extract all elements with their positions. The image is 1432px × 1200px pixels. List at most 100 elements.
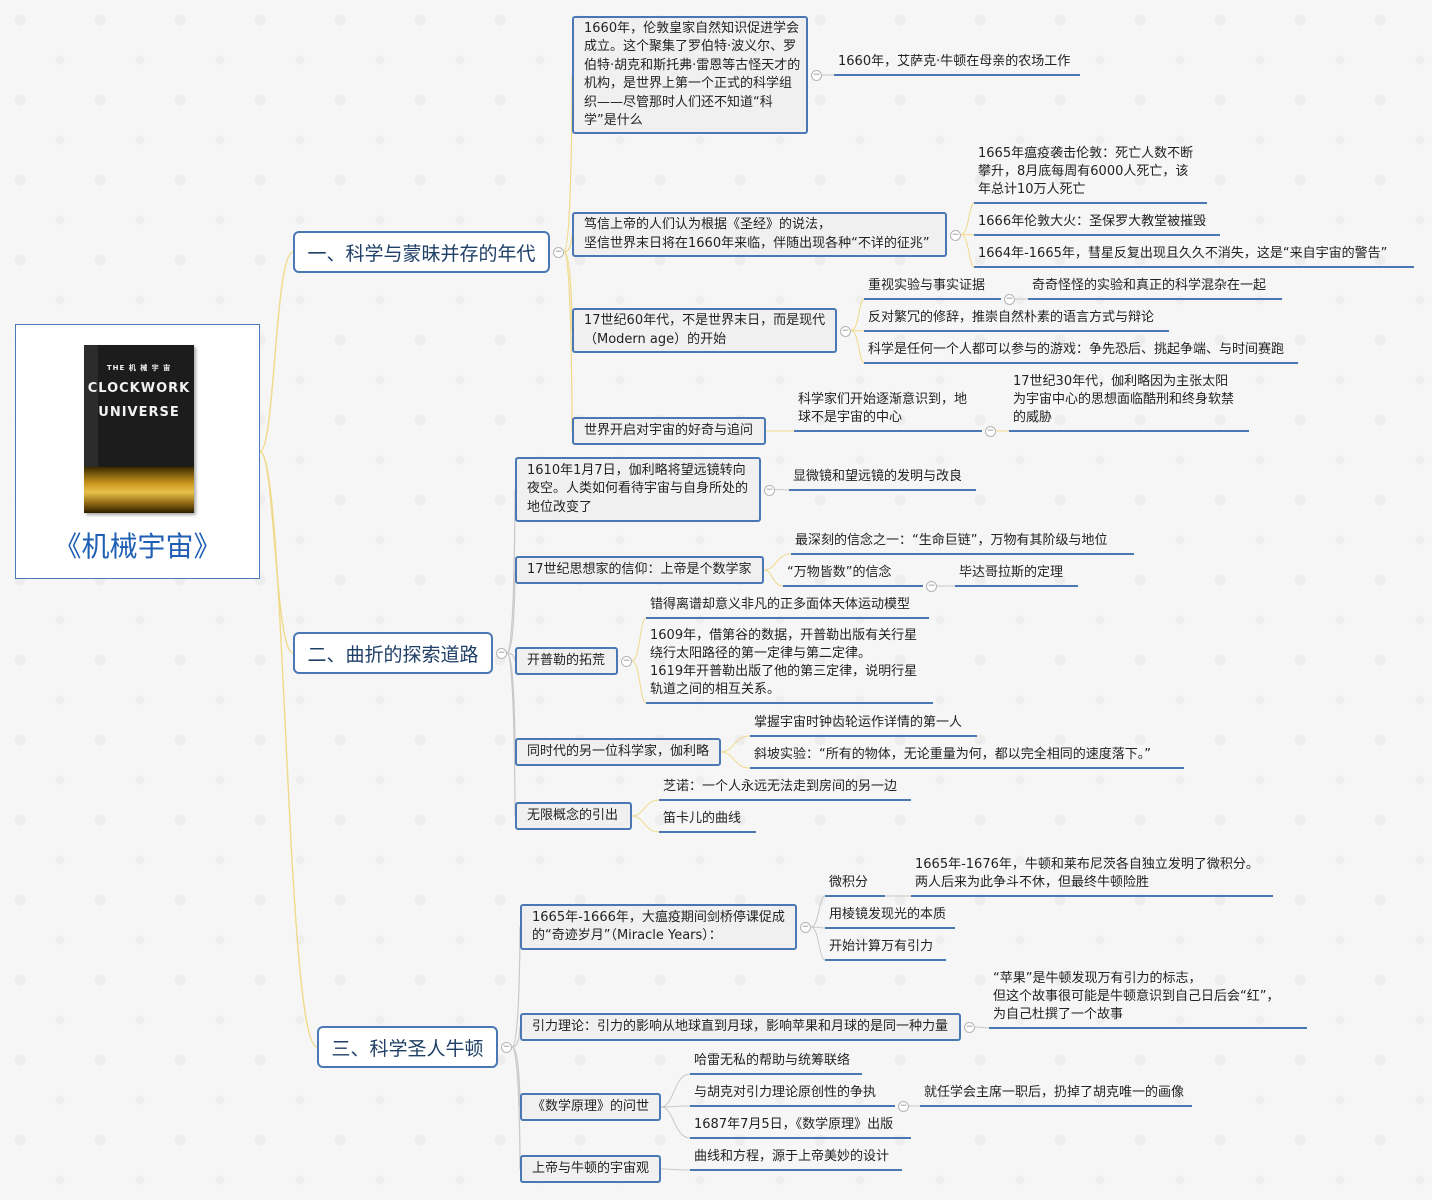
connector-line (974, 1026, 990, 1029)
connector-line (960, 202, 975, 235)
topic-node[interactable]: 世界开启对宇宙的好奇与追问 (572, 417, 766, 445)
branch-node[interactable]: 二、曲折的探索道路 (293, 632, 493, 674)
branch-node[interactable]: 一、科学与蒙昧并存的年代 (293, 231, 550, 273)
detail-node[interactable]: 曲线和方程，源于上帝美妙的设计 (690, 1148, 902, 1171)
detail-node[interactable]: 掌握宇宙时钟齿轮运作详情的第一人 (750, 714, 977, 737)
topic-node[interactable]: 1610年1月7日，伽利略将望远镜转向 夜空。人类如何看待宇宙与自身所处的 地位… (515, 457, 761, 522)
detail-node[interactable]: “万物皆数”的信念 (783, 564, 923, 587)
collapse-toggle[interactable]: − (496, 648, 507, 659)
connector-line (660, 1073, 691, 1108)
connector-line (763, 569, 784, 587)
collapse-toggle[interactable]: − (764, 484, 775, 496)
connector-line (720, 735, 751, 753)
connector-line (563, 234, 573, 253)
connector-line (720, 751, 751, 769)
topic-node[interactable]: 17世纪思想家的信仰：上帝是个数学家 (515, 556, 764, 584)
connector-line (810, 926, 826, 961)
connector-line (660, 1168, 691, 1171)
topic-node[interactable]: 笃信上帝的人们认为根据《圣经》的说法， 坚信世界末日将在1660年来临，伴随出现… (572, 212, 947, 257)
connector-line (660, 1105, 691, 1108)
sub-detail-node[interactable]: 就任学会主席一职后，扔掉了胡克唯一的画像 (920, 1084, 1192, 1107)
detail-node[interactable]: 1664年-1665年，彗星反复出现且久久不消失，这是“来自宇宙的警告” (974, 245, 1414, 268)
detail-node[interactable]: 1609年，借第谷的数据，开普勒出版有关行星 绕行太阳路径的第一定律与第二定律。… (646, 627, 933, 704)
detail-node[interactable]: 哈雷无私的帮助与统筹联络 (690, 1052, 862, 1075)
sub-detail-node[interactable]: 奇奇怪怪的实验和真正的科学混杂在一起 (1028, 277, 1282, 300)
detail-node[interactable]: 笛卡儿的曲线 (659, 810, 756, 833)
connector-line (259, 251, 294, 453)
connector-line (506, 652, 516, 662)
collapse-toggle[interactable]: − (800, 922, 811, 933)
detail-node[interactable]: 错得离谱却意义非凡的正多面体天体运动模型 (646, 596, 929, 619)
connector-line (259, 450, 318, 1048)
connector-line (511, 1026, 521, 1048)
connector-line (511, 1046, 521, 1170)
topic-node[interactable]: 开普勒的拓荒 (515, 647, 618, 675)
detail-node[interactable]: 芝诺：一个人永远无法走到房间的另一边 (659, 778, 911, 801)
connector-line (506, 652, 516, 817)
detail-node[interactable]: 开始计算万有引力 (825, 938, 946, 961)
connector-line (259, 450, 294, 654)
topic-node[interactable]: 引力理论：引力的影响从地球直到月球，影响苹果和月球的是同一种力量 (520, 1013, 961, 1041)
sub-detail-node[interactable]: 17世纪30年代，伽利略因为主张太阳 为宇宙中心的思想面临酷刑和终身软禁 的威胁 (1009, 373, 1249, 432)
connector-line (850, 330, 865, 332)
connector-line (563, 251, 573, 331)
collapse-toggle[interactable]: − (621, 656, 632, 667)
detail-node[interactable]: 1687年7月5日，《数学原理》出版 (690, 1116, 911, 1139)
collapse-toggle[interactable]: − (898, 1101, 909, 1112)
detail-node[interactable]: 1666年伦敦大火：圣保罗大教堂被摧毁 (974, 213, 1220, 236)
topic-node[interactable]: 17世纪60年代，不是世界末日，而是现代 （Modern age）的开始 (572, 308, 837, 353)
collapse-toggle[interactable]: − (501, 1042, 512, 1053)
topic-node[interactable]: 同时代的另一位科学家，伽利略 (515, 738, 721, 766)
topic-node[interactable]: 《数学原理》的问世 (520, 1093, 661, 1121)
topic-node[interactable]: 无限概念的引出 (515, 802, 632, 830)
sub-detail-node[interactable]: 毕达哥拉斯的定理 (955, 564, 1078, 587)
detail-node[interactable]: 1660年，艾萨克·牛顿在母亲的农场工作 (834, 53, 1080, 76)
topic-node[interactable]: 上帝与牛顿的宇宙观 (520, 1155, 661, 1183)
connector-line (631, 617, 647, 662)
detail-node[interactable]: 显微镜和望远镜的发明与改良 (789, 468, 976, 491)
collapse-toggle[interactable]: − (985, 426, 996, 437)
connector-line (506, 569, 516, 654)
connector-line (960, 234, 975, 236)
connector-line (563, 251, 573, 432)
detail-node[interactable]: 与胡克对引力理论原创性的争执 (690, 1084, 895, 1107)
connector-line (850, 330, 865, 364)
root-title: 《机械宇宙》 (53, 530, 222, 563)
collapse-toggle[interactable]: − (553, 247, 564, 258)
detail-node[interactable]: 科学家们开始逐渐意识到，地 球不是宇宙的中心 (794, 391, 982, 432)
connector-line (506, 489, 516, 654)
sub-detail-node[interactable]: 1665年-1676年，牛顿和莱布尼茨各自独立发明了微积分。 两人后来为此争斗不… (911, 856, 1273, 897)
connector-line (631, 815, 660, 833)
book-cover-line-top: THE 机 械 宇 宙 (106, 364, 172, 372)
branch-node[interactable]: 三、科学圣人牛顿 (317, 1026, 498, 1068)
collapse-toggle[interactable]: − (840, 325, 851, 337)
collapse-toggle[interactable]: − (811, 70, 822, 81)
collapse-toggle[interactable]: − (926, 581, 937, 592)
connector-line (850, 298, 865, 331)
connector-line (631, 660, 647, 704)
collapse-toggle[interactable]: − (950, 229, 961, 241)
collapse-toggle[interactable]: − (964, 1022, 975, 1033)
detail-node[interactable]: 重视实验与事实证据 (864, 277, 1001, 300)
connector-line (631, 799, 660, 817)
detail-node[interactable]: “苹果”是牛顿发现万有引力的标志， 但这个故事很可能是牛顿意识到自己日后会“红”… (989, 970, 1307, 1029)
book-cover-title-2: UNIVERSE (98, 405, 180, 420)
connector-line (506, 652, 516, 753)
detail-node[interactable]: 用棱镜发现光的本质 (825, 906, 955, 929)
connector-line (810, 926, 826, 929)
connector-line (774, 489, 790, 491)
connector-line (511, 1046, 521, 1108)
detail-node[interactable]: 科学是任何一个人都可以参与的游戏：争先恐后、挑起争端、与时间赛跑 (864, 341, 1298, 364)
connector-line (960, 234, 975, 268)
topic-node[interactable]: 1660年，伦敦皇家自然知识促进学会 成立。这个聚集了罗伯特·波义尔、罗 伯特·… (572, 16, 808, 134)
root-node[interactable]: THE 机 械 宇 宙 CLOCKWORK UNIVERSE 《机械宇宙》 (15, 324, 260, 579)
connector-line (563, 74, 573, 253)
detail-node[interactable]: 1665年瘟疫袭击伦敦：死亡人数不断 攀升，8月底每周有6000人死亡，该 年总… (974, 145, 1207, 204)
detail-node[interactable]: 微积分 (825, 874, 885, 897)
connector-line (511, 926, 521, 1048)
topic-node[interactable]: 1665年-1666年，大瘟疫期间剑桥停课促成 的“奇迹岁月”（Miracle … (520, 904, 797, 950)
detail-node[interactable]: 最深刻的信念之一：“生命巨链”，万物有其阶级与地位 (791, 532, 1134, 555)
detail-node[interactable]: 斜坡实验：“所有的物体，无论重量为何，都以完全相同的速度落下。” (750, 746, 1184, 769)
detail-node[interactable]: 反对繁冗的修辞，推崇自然朴素的语言方式与辩论 (864, 309, 1169, 332)
collapse-toggle[interactable]: − (1004, 294, 1015, 305)
